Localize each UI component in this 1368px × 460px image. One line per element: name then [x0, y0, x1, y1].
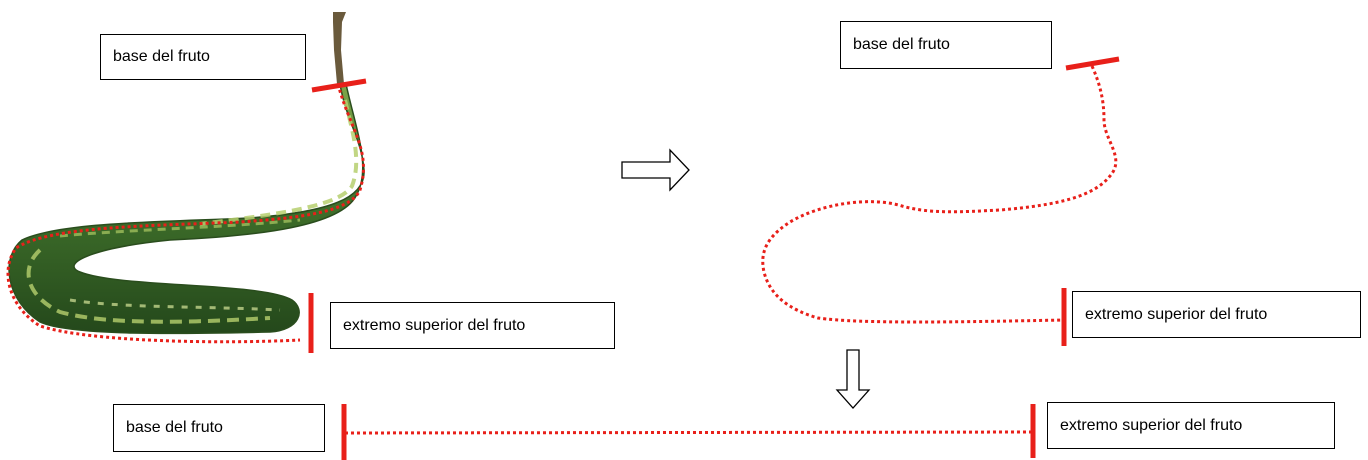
label-text: base del fruto	[113, 48, 210, 65]
snake-gourd-image	[6, 12, 367, 353]
label-text: base del fruto	[126, 419, 223, 436]
gourd-stripe	[69, 298, 281, 312]
gourd-stripe	[26, 248, 271, 324]
base-marker-outline	[1065, 56, 1120, 71]
down-arrow-icon	[835, 349, 871, 409]
right-arrow-icon	[621, 148, 690, 192]
measure-line-on-photo	[6, 83, 365, 344]
label-tip-photo: extremo superior del fruto	[330, 302, 615, 349]
label-base-photo: base del fruto	[100, 34, 306, 80]
label-tip-straight: extremo superior del fruto	[1047, 402, 1335, 449]
measure-line-straight	[344, 430, 1033, 435]
straightened-trace	[341, 404, 1036, 460]
label-base-straight: base del fruto	[113, 404, 325, 452]
gourd-stripe	[199, 99, 359, 226]
label-text: extremo superior del fruto	[1085, 305, 1268, 323]
gourd-stem	[333, 12, 346, 84]
base-marker-photo	[311, 78, 367, 93]
gourd-stripe	[59, 218, 301, 238]
label-base-outline: base del fruto	[840, 21, 1052, 69]
label-text: base del fruto	[853, 36, 950, 53]
outline-trace	[761, 56, 1120, 346]
label-text: extremo superior del fruto	[1060, 416, 1243, 434]
label-tip-outline: extremo superior del fruto	[1072, 291, 1361, 338]
label-text: extremo superior del fruto	[343, 316, 526, 334]
measure-line-outline	[761, 65, 1118, 324]
